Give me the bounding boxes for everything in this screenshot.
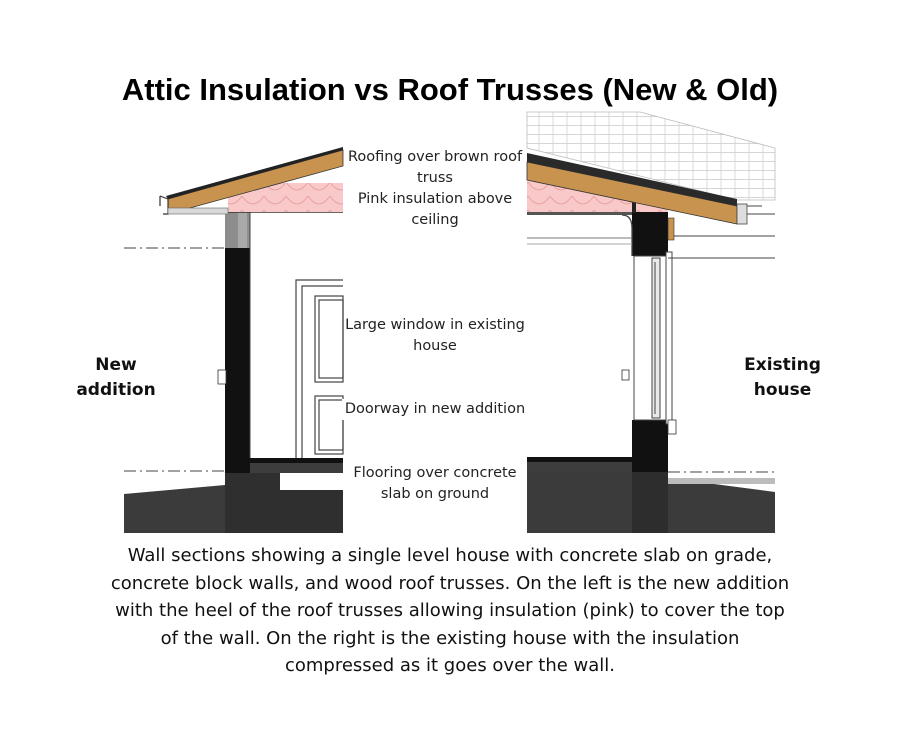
existing-house-section — [526, 111, 776, 533]
caption: Wall sections showing a single level hou… — [60, 542, 840, 680]
right-floor-finish — [527, 457, 632, 462]
caption-line: compressed as it goes over the wall. — [284, 655, 616, 676]
right-foundation — [632, 472, 668, 533]
caption-line: Wall sections showing a single level hou… — [127, 545, 773, 566]
callout-insulation: Pink insulation above ceiling — [352, 189, 518, 231]
right-roof-shingles — [526, 111, 776, 201]
left-floor-finish — [250, 458, 343, 463]
callout-roofing: Roofing over brown roof truss — [344, 147, 526, 189]
label-new-addition: New addition — [76, 355, 156, 400]
right-window — [633, 251, 673, 425]
left-slab — [250, 463, 343, 473]
callout-doorway: Doorway in new addition — [342, 399, 528, 420]
right-block-wall — [632, 212, 668, 256]
left-block-wall — [225, 248, 250, 473]
right-ground — [527, 472, 632, 533]
caption-line: concrete block walls, and wood roof trus… — [110, 572, 790, 594]
callout-window: Large window in existing house — [344, 315, 526, 357]
label-existing-house: Existing house — [744, 355, 821, 400]
left-foundation — [225, 473, 343, 533]
diagram-title: Attic Insulation vs Roof Trusses (New & … — [121, 72, 779, 107]
new-addition-section — [124, 147, 344, 533]
caption-line: with the heel of the roof trusses allowi… — [115, 600, 785, 621]
left-ground — [124, 485, 225, 533]
left-doorway — [295, 279, 344, 458]
caption-line: of the wall. On the right is the existin… — [160, 627, 740, 649]
callout-flooring: Flooring over concrete slab on ground — [344, 463, 526, 505]
